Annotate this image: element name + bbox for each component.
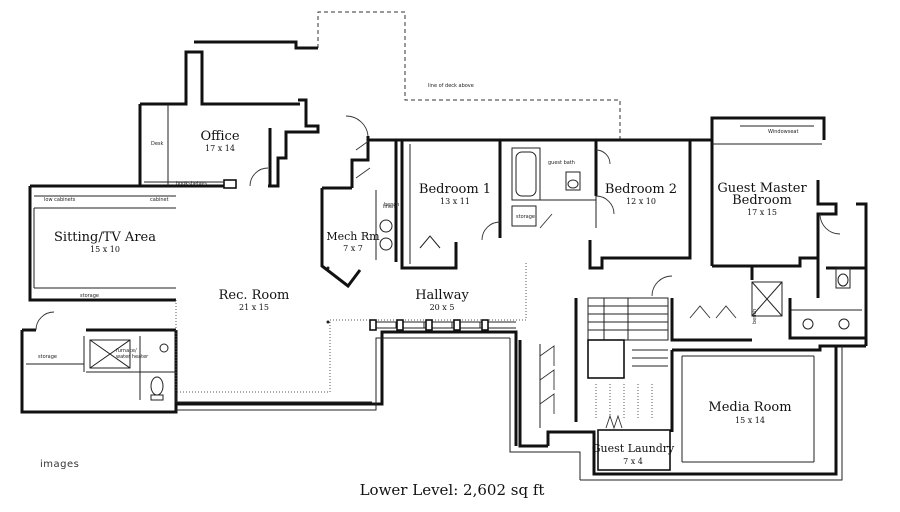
room-sitting-name: Sitting/TV Area — [54, 230, 156, 245]
sitting-area-walls: low cabinets cabinet storage — [28, 184, 176, 302]
line-of-deck-label: line of deck above — [428, 83, 474, 89]
master-bath — [750, 262, 866, 340]
watermark-text: images — [40, 459, 80, 470]
storage-label-3: storage — [516, 214, 535, 220]
lower-left-storage: storage furnace/ water heater — [20, 311, 178, 414]
room-laundry-name: Guest Laundry — [592, 442, 675, 455]
storage-label-1: storage — [80, 293, 99, 299]
bedroom-1-walls — [368, 138, 502, 270]
rec-room-outer-wall — [176, 266, 518, 446]
room-media-name: Media Room — [708, 400, 791, 415]
deck-outline: line of deck above — [317, 11, 621, 140]
office-walls: Desk bookshelves — [138, 40, 320, 189]
guest-bath-label: guest bath — [548, 160, 575, 166]
outer-wall-right — [509, 338, 843, 481]
rec-room-outline — [175, 262, 527, 403]
room-laundry-dims: 7 x 4 — [623, 457, 643, 466]
bench-label-left: bench — [384, 202, 399, 208]
mech-room-walls: linen — [320, 115, 398, 289]
room-guest-master-name-2: Bedroom — [732, 193, 792, 208]
room-media-dims: 15 x 14 — [735, 416, 765, 425]
room-office-name: Office — [200, 129, 239, 144]
water-heater-label: water heater — [116, 354, 149, 360]
room-labels: Office 17 x 14 Sitting/TV Area 15 x 10 R… — [54, 129, 807, 466]
low-cabinets-label: low cabinets — [44, 197, 76, 203]
room-guest-master-dims: 17 x 15 — [747, 208, 777, 217]
bench-label-right: bench — [752, 309, 758, 324]
room-mech-dims: 7 x 7 — [343, 244, 363, 253]
room-sitting-dims: 15 x 10 — [90, 245, 120, 254]
media-room-walls — [670, 344, 866, 463]
bookshelves-label: bookshelves — [176, 181, 207, 187]
room-rec-dims: 21 x 15 — [239, 303, 269, 312]
room-office-dims: 17 x 14 — [205, 144, 235, 153]
window-seat-label: Windowseat — [768, 129, 798, 135]
room-hallway-dims: 20 x 5 — [430, 303, 455, 312]
guest-master-walls: Windowseat — [690, 116, 868, 346]
room-rec-name: Rec. Room — [219, 288, 290, 303]
room-guest-master-name-1: Guest Master — [717, 181, 807, 196]
furnace-label: furnace/ — [116, 348, 137, 354]
desk-label: Desk — [151, 141, 164, 147]
guest-bath: guest bath storage — [500, 138, 598, 229]
plan-title: Lower Level: 2,602 sq ft — [360, 481, 545, 499]
room-bedroom1-name: Bedroom 1 — [419, 182, 491, 197]
room-mech-name: Mech Rm — [326, 230, 380, 243]
room-hallway-name: Hallway — [415, 288, 469, 303]
cabinet-label: cabinet — [150, 197, 169, 203]
room-bedroom2-dims: 12 x 10 — [626, 197, 656, 206]
storage-label-2: storage — [38, 354, 57, 360]
room-bedroom1-dims: 13 x 11 — [440, 197, 470, 206]
room-bedroom2-name: Bedroom 2 — [605, 182, 677, 197]
linen-label: linen — [383, 204, 395, 210]
hall-closets: bench bench — [384, 202, 758, 448]
staircase — [587, 297, 669, 420]
